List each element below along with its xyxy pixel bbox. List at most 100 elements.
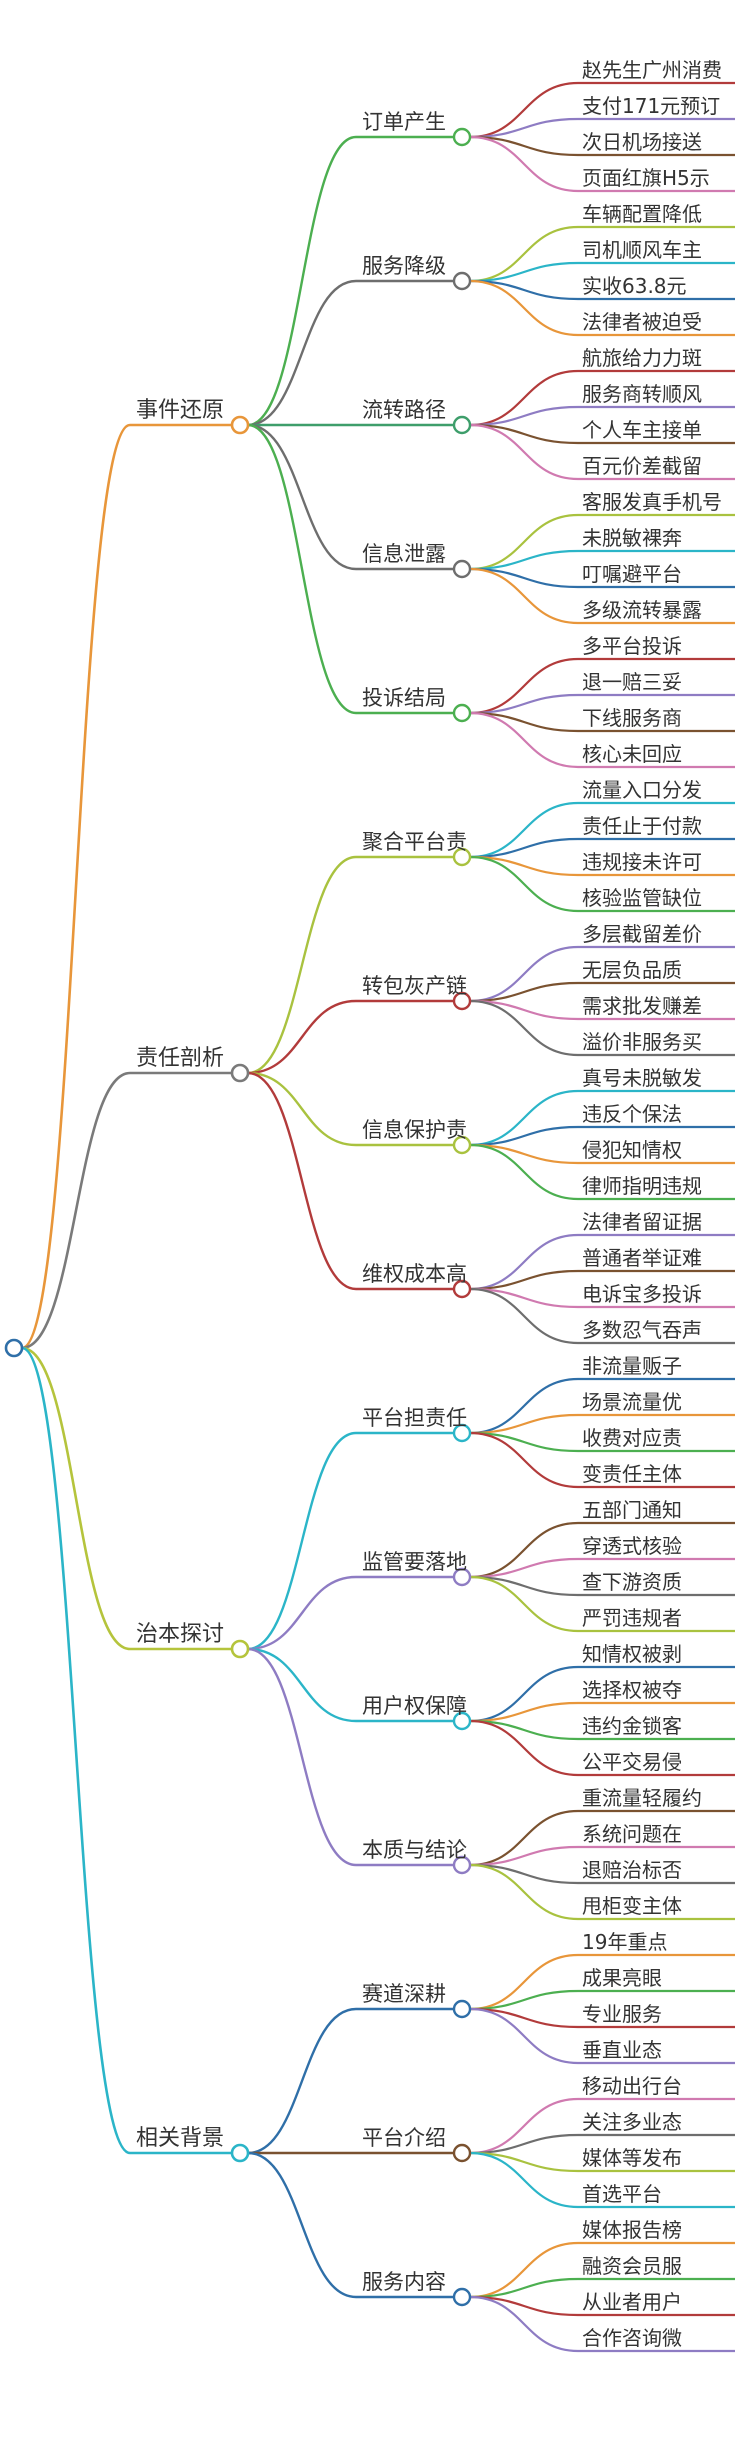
leaf-link: [469, 1143, 579, 1165]
topic-label: 平台担责任: [362, 1406, 467, 1430]
topic-link: [247, 423, 357, 571]
leaf-label: 选择权被夺: [582, 1678, 682, 1702]
leaf-label: 非流量贩子: [582, 1354, 682, 1378]
leaf-label: 普通者举证难: [582, 1246, 702, 1270]
topic-node-circle[interactable]: [452, 1567, 472, 1587]
leaf-label: 系统问题在: [582, 1822, 682, 1846]
leaf-link: [469, 405, 579, 427]
topic-label: 维权成本高: [362, 1262, 467, 1286]
leaf-link: [469, 711, 579, 733]
leaf-link: [469, 1557, 579, 1579]
leaf-label: 重流量轻履约: [582, 1786, 702, 1810]
leaf-label: 移动出行台: [582, 2074, 682, 2098]
leaf-link: [469, 1089, 579, 1147]
leaf-label: 多级流转暴露: [582, 598, 702, 622]
leaf-link: [469, 1431, 579, 1453]
branch-label: 治本探讨: [136, 1622, 224, 1647]
topic-link: [247, 855, 357, 1075]
leaf-link: [469, 2133, 579, 2155]
leaf-label: 媒体报告榜: [582, 2218, 682, 2242]
leaf-link: [469, 801, 579, 859]
leaf-link: [469, 1431, 579, 1489]
leaf-label: 未脱敏裸奔: [582, 526, 682, 550]
topic-node-circle[interactable]: [452, 2287, 472, 2307]
leaf-label: 法律者留证据: [582, 1210, 702, 1234]
leaf-link: [469, 261, 579, 283]
leaf-link: [469, 1719, 579, 1741]
topic-label: 聚合平台责: [362, 830, 467, 854]
leaf-label: 多层截留差价: [582, 922, 702, 946]
root-node-circle[interactable]: [4, 1338, 24, 1358]
leaf-label: 需求批发赚差: [582, 994, 702, 1018]
leaf-link: [469, 855, 579, 913]
leaf-link: [469, 2151, 579, 2209]
topic-label: 信息泄露: [362, 542, 446, 566]
leaf-label: 垂直业态: [582, 2038, 662, 2062]
branch-link: [21, 1346, 131, 2155]
topic-node-circle[interactable]: [452, 1423, 472, 1443]
branch-node-circle[interactable]: [230, 2143, 250, 2163]
leaf-label: 多数忍气吞声: [582, 1318, 702, 1342]
branch-node-circle[interactable]: [230, 1639, 250, 1659]
leaf-link: [469, 1377, 579, 1435]
leaf-link: [469, 369, 579, 427]
topic-node-circle[interactable]: [452, 559, 472, 579]
branch-link: [21, 1071, 131, 1350]
mindmap-labels: 赵先生广州消费支付171元预订次日机场接送页面红旗H5示订单产生车辆配置降低司机…: [136, 58, 722, 2350]
leaf-link: [469, 1701, 579, 1723]
leaf-link: [469, 2007, 579, 2065]
leaf-label: 电诉宝多投诉: [582, 1282, 702, 1306]
leaf-label: 律师指明违规: [582, 1174, 702, 1198]
topic-node-circle[interactable]: [452, 1855, 472, 1875]
leaf-link: [469, 2277, 579, 2299]
topic-node-circle[interactable]: [452, 2143, 472, 2163]
topic-link: [247, 423, 357, 715]
leaf-link: [469, 1809, 579, 1867]
leaf-link: [469, 567, 579, 625]
leaf-label: 从业者用户: [582, 2290, 682, 2314]
leaf-label: 多平台投诉: [582, 634, 682, 658]
leaf-link: [469, 2097, 579, 2155]
leaf-link: [469, 81, 579, 139]
leaf-label: 百元价差截留: [582, 454, 702, 478]
leaf-link: [469, 1233, 579, 1291]
branch-node-circle[interactable]: [230, 1063, 250, 1083]
leaf-link: [469, 513, 579, 571]
topic-node-circle[interactable]: [452, 271, 472, 291]
leaf-label: 航旅给力力斑: [582, 346, 702, 370]
topic-node-circle[interactable]: [452, 847, 472, 867]
topic-link: [247, 2007, 357, 2155]
leaf-label: 知情权被剥: [582, 1642, 682, 1666]
branch-label: 责任剖析: [136, 1046, 224, 1071]
topic-node-circle[interactable]: [452, 1711, 472, 1731]
topic-link: [247, 1575, 357, 1651]
topic-link: [247, 1647, 357, 1723]
leaf-label: 穿透式核验: [582, 1534, 682, 1558]
leaf-link: [469, 423, 579, 481]
topic-node-circle[interactable]: [452, 1999, 472, 2019]
leaf-label: 核验监管缺位: [582, 886, 702, 910]
leaf-link: [469, 2007, 579, 2029]
leaf-label: 司机顺风车主: [582, 238, 702, 262]
leaf-label: 真号未脱敏发: [582, 1066, 702, 1090]
leaf-link: [469, 1143, 579, 1201]
topic-node-circle[interactable]: [452, 1279, 472, 1299]
leaf-label: 法律者被迫受: [582, 310, 702, 334]
leaf-label: 赵先生广州消费: [582, 58, 722, 82]
leaf-label: 溢价非服务买: [582, 1030, 702, 1054]
topic-node-circle[interactable]: [452, 703, 472, 723]
topic-node-circle[interactable]: [452, 1135, 472, 1155]
topic-label: 用户权保障: [362, 1694, 467, 1718]
leaf-label: 退赔治标否: [582, 1858, 682, 1882]
mindmap-links: [21, 81, 735, 2353]
topic-link: [247, 1647, 357, 1867]
leaf-link: [469, 1575, 579, 1633]
topic-node-circle[interactable]: [452, 415, 472, 435]
topic-node-circle[interactable]: [452, 991, 472, 1011]
branch-node-circle[interactable]: [230, 415, 250, 435]
leaf-link: [469, 1989, 579, 2011]
leaf-label: 实收63.8元: [582, 274, 687, 298]
leaf-link: [469, 999, 579, 1021]
topic-node-circle[interactable]: [452, 127, 472, 147]
